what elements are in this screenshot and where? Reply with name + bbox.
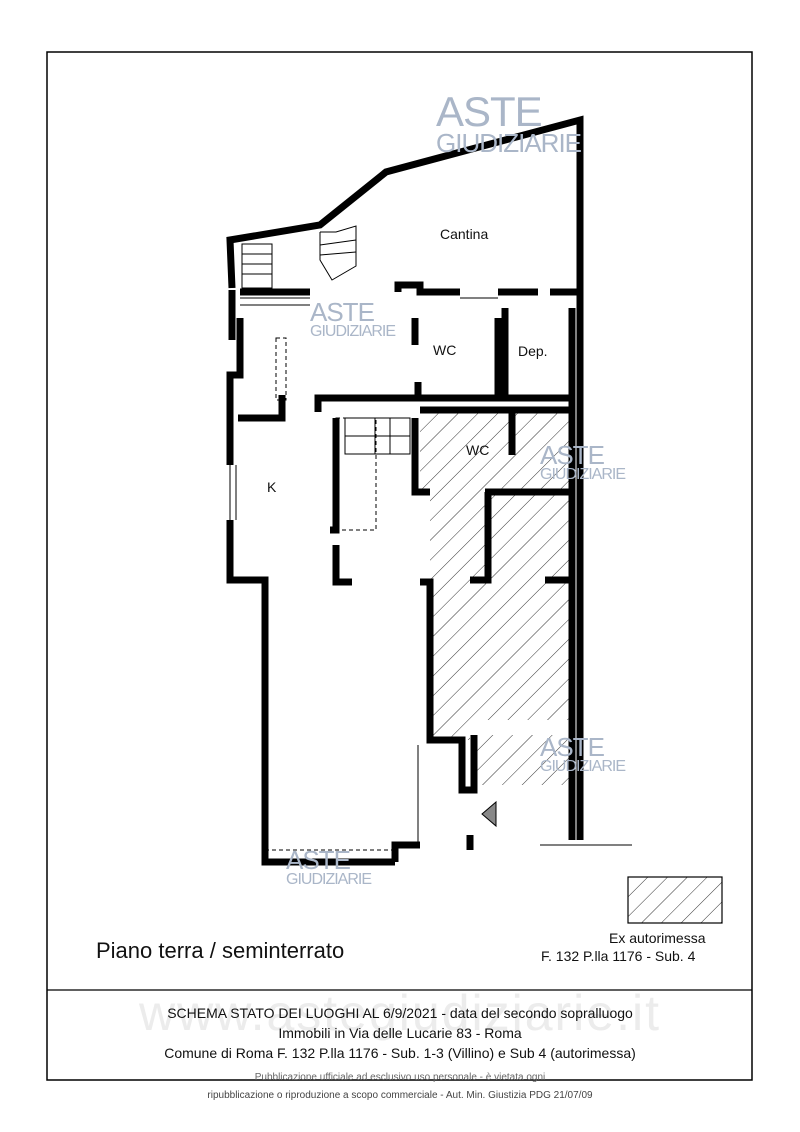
- watermark-aste-giudiziarie: ASTE GIUDIZIARIE: [436, 88, 582, 158]
- title-block-line-3: Comune di Roma F. 132 P.lla 1176 - Sub. …: [164, 1045, 636, 1061]
- footer-line-1: Pubblicazione ufficiale ad esclusivo uso…: [254, 1072, 546, 1083]
- watermark-aste-giudiziarie: ASTE GIUDIZIARIE: [310, 297, 396, 340]
- entry-arrow-icon: [481, 800, 497, 828]
- thin-details: [229, 225, 723, 924]
- room-label-wc-top: WC: [433, 342, 457, 358]
- sheet-border: [46, 51, 753, 1081]
- watermark-aste-giudiziarie: ASTE GIUDIZIARIE: [286, 845, 372, 888]
- room-label-dep: Dep.: [518, 343, 548, 359]
- title-block-line-1: SCHEMA STATO DEI LUOGHI AL 6/9/2021 - da…: [167, 1005, 633, 1021]
- walls: [226, 115, 584, 866]
- watermark-site: www.astegiudiziarie.it: [139, 985, 661, 1041]
- room-label-wc-mid: WC: [466, 442, 490, 458]
- legend-line-1: Ex autorimessa: [609, 930, 706, 946]
- room-label-cantina: Cantina: [440, 226, 489, 242]
- floor-title: Piano terra / seminterrato: [96, 938, 345, 963]
- watermark-aste-giudiziarie: ASTE GIUDIZIARIE: [540, 732, 626, 775]
- title-block-line-2: Immobili in Via delle Lucarie 83 - Roma: [278, 1025, 522, 1041]
- footer-line-2: ripubblicazione o riproduzione a scopo c…: [207, 1090, 593, 1101]
- room-label-k: K: [267, 479, 277, 495]
- ex-garage-hatched-area: [420, 410, 570, 785]
- watermark-aste-giudiziarie: ASTE GIUDIZIARIE: [540, 440, 626, 483]
- legend-line-2: F. 132 P.lla 1176 - Sub. 4: [541, 948, 696, 964]
